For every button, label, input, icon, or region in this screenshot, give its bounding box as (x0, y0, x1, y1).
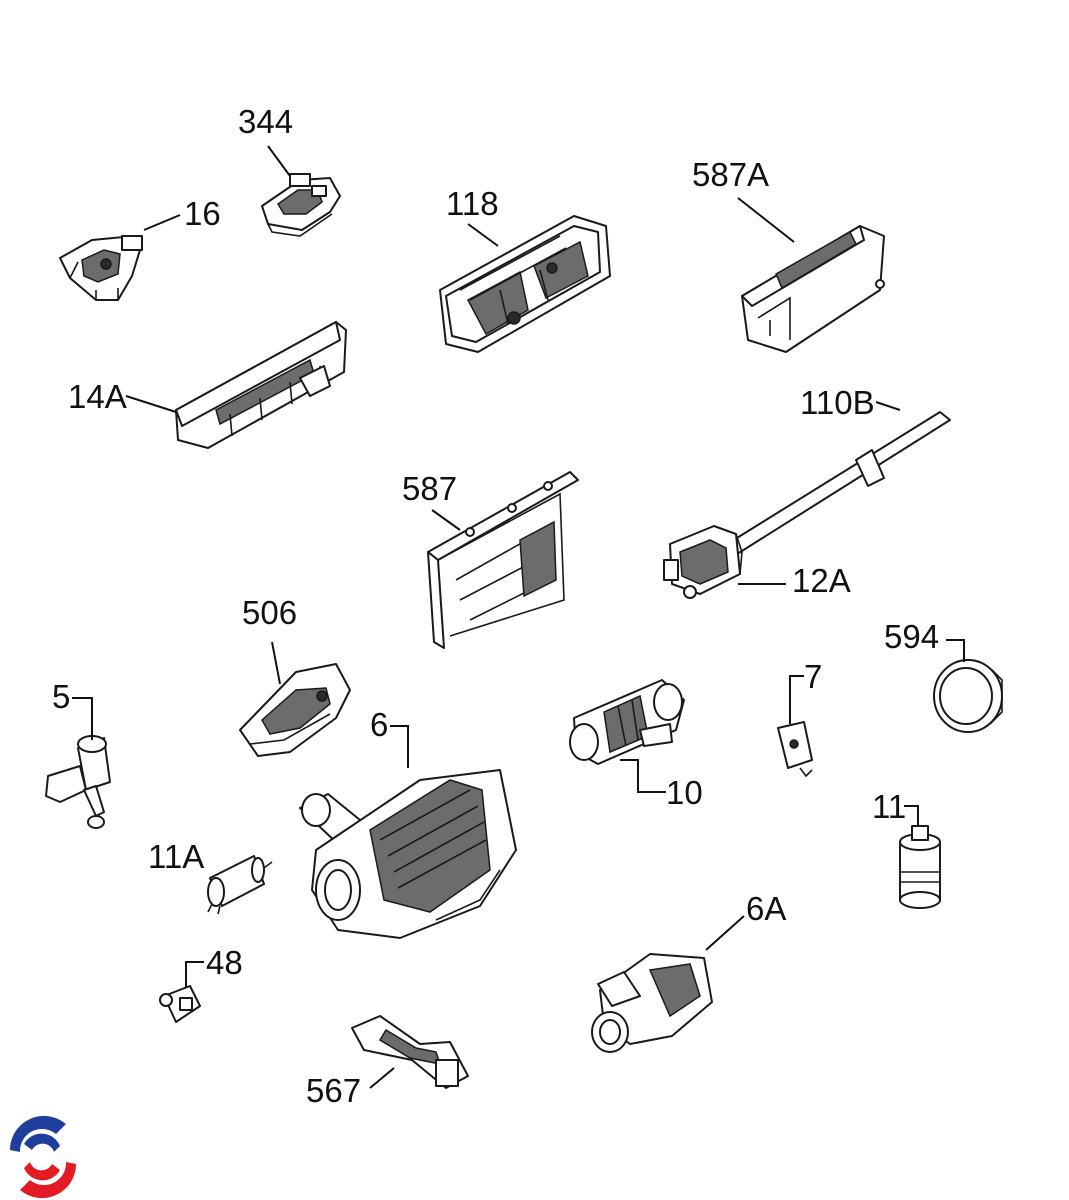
part-6 (299, 769, 517, 939)
part-12A (663, 525, 743, 599)
part-587A (741, 225, 885, 353)
part-506 (239, 663, 351, 757)
leader-48 (185, 961, 204, 988)
label-344: 344 (238, 103, 293, 140)
label-16: 16 (184, 195, 221, 232)
label-14A: 14A (68, 378, 127, 415)
leader-11 (904, 805, 919, 826)
logo-blue-swoosh (9, 1115, 67, 1152)
label-594: 594 (884, 618, 939, 655)
leader-6 (390, 725, 409, 768)
leader-10 (620, 759, 666, 793)
label-10: 10 (666, 774, 703, 811)
part-11A (207, 855, 273, 915)
label-118: 118 (446, 185, 499, 222)
label-11: 11 (872, 788, 906, 825)
leader-344 (267, 145, 291, 177)
leader-14A (125, 395, 177, 413)
part-14A (175, 321, 347, 449)
leader-594 (946, 639, 965, 662)
part-344 (261, 173, 341, 237)
leader-6A (705, 915, 745, 951)
label-6: 6 (370, 706, 388, 743)
logo-red-swoosh (20, 1162, 77, 1199)
leader-118 (467, 223, 499, 247)
part-11 (899, 825, 941, 909)
label-110B: 110B (800, 384, 875, 421)
label-567: 567 (306, 1072, 361, 1109)
part-567 (351, 1015, 469, 1089)
part-5 (45, 735, 111, 829)
part-118 (439, 215, 611, 353)
label-12A: 12A (792, 562, 851, 599)
part-16 (59, 235, 143, 301)
leader-587A (737, 197, 795, 243)
label-11A: 11A (148, 838, 204, 875)
label-587: 587 (402, 470, 457, 507)
part-594 (933, 659, 1003, 733)
label-587A: 587A (692, 156, 769, 193)
part-6A (591, 953, 713, 1053)
leader-5 (72, 697, 93, 740)
leader-16 (143, 214, 181, 231)
brand-logo-icon (2, 1115, 82, 1199)
label-506: 506 (242, 594, 297, 631)
leader-567 (369, 1067, 395, 1089)
leader-506 (271, 641, 281, 685)
label-48: 48 (206, 944, 243, 981)
part-7 (777, 721, 813, 778)
label-6A: 6A (746, 890, 786, 927)
part-110B-tube (723, 411, 951, 557)
leader-7 (789, 675, 804, 724)
label-7: 7 (804, 658, 822, 695)
part-48 (159, 985, 201, 1023)
part-10 (569, 679, 685, 765)
leader-587 (431, 509, 461, 531)
part-587 (427, 471, 579, 649)
label-5: 5 (52, 678, 70, 715)
leader-110B (875, 401, 901, 411)
